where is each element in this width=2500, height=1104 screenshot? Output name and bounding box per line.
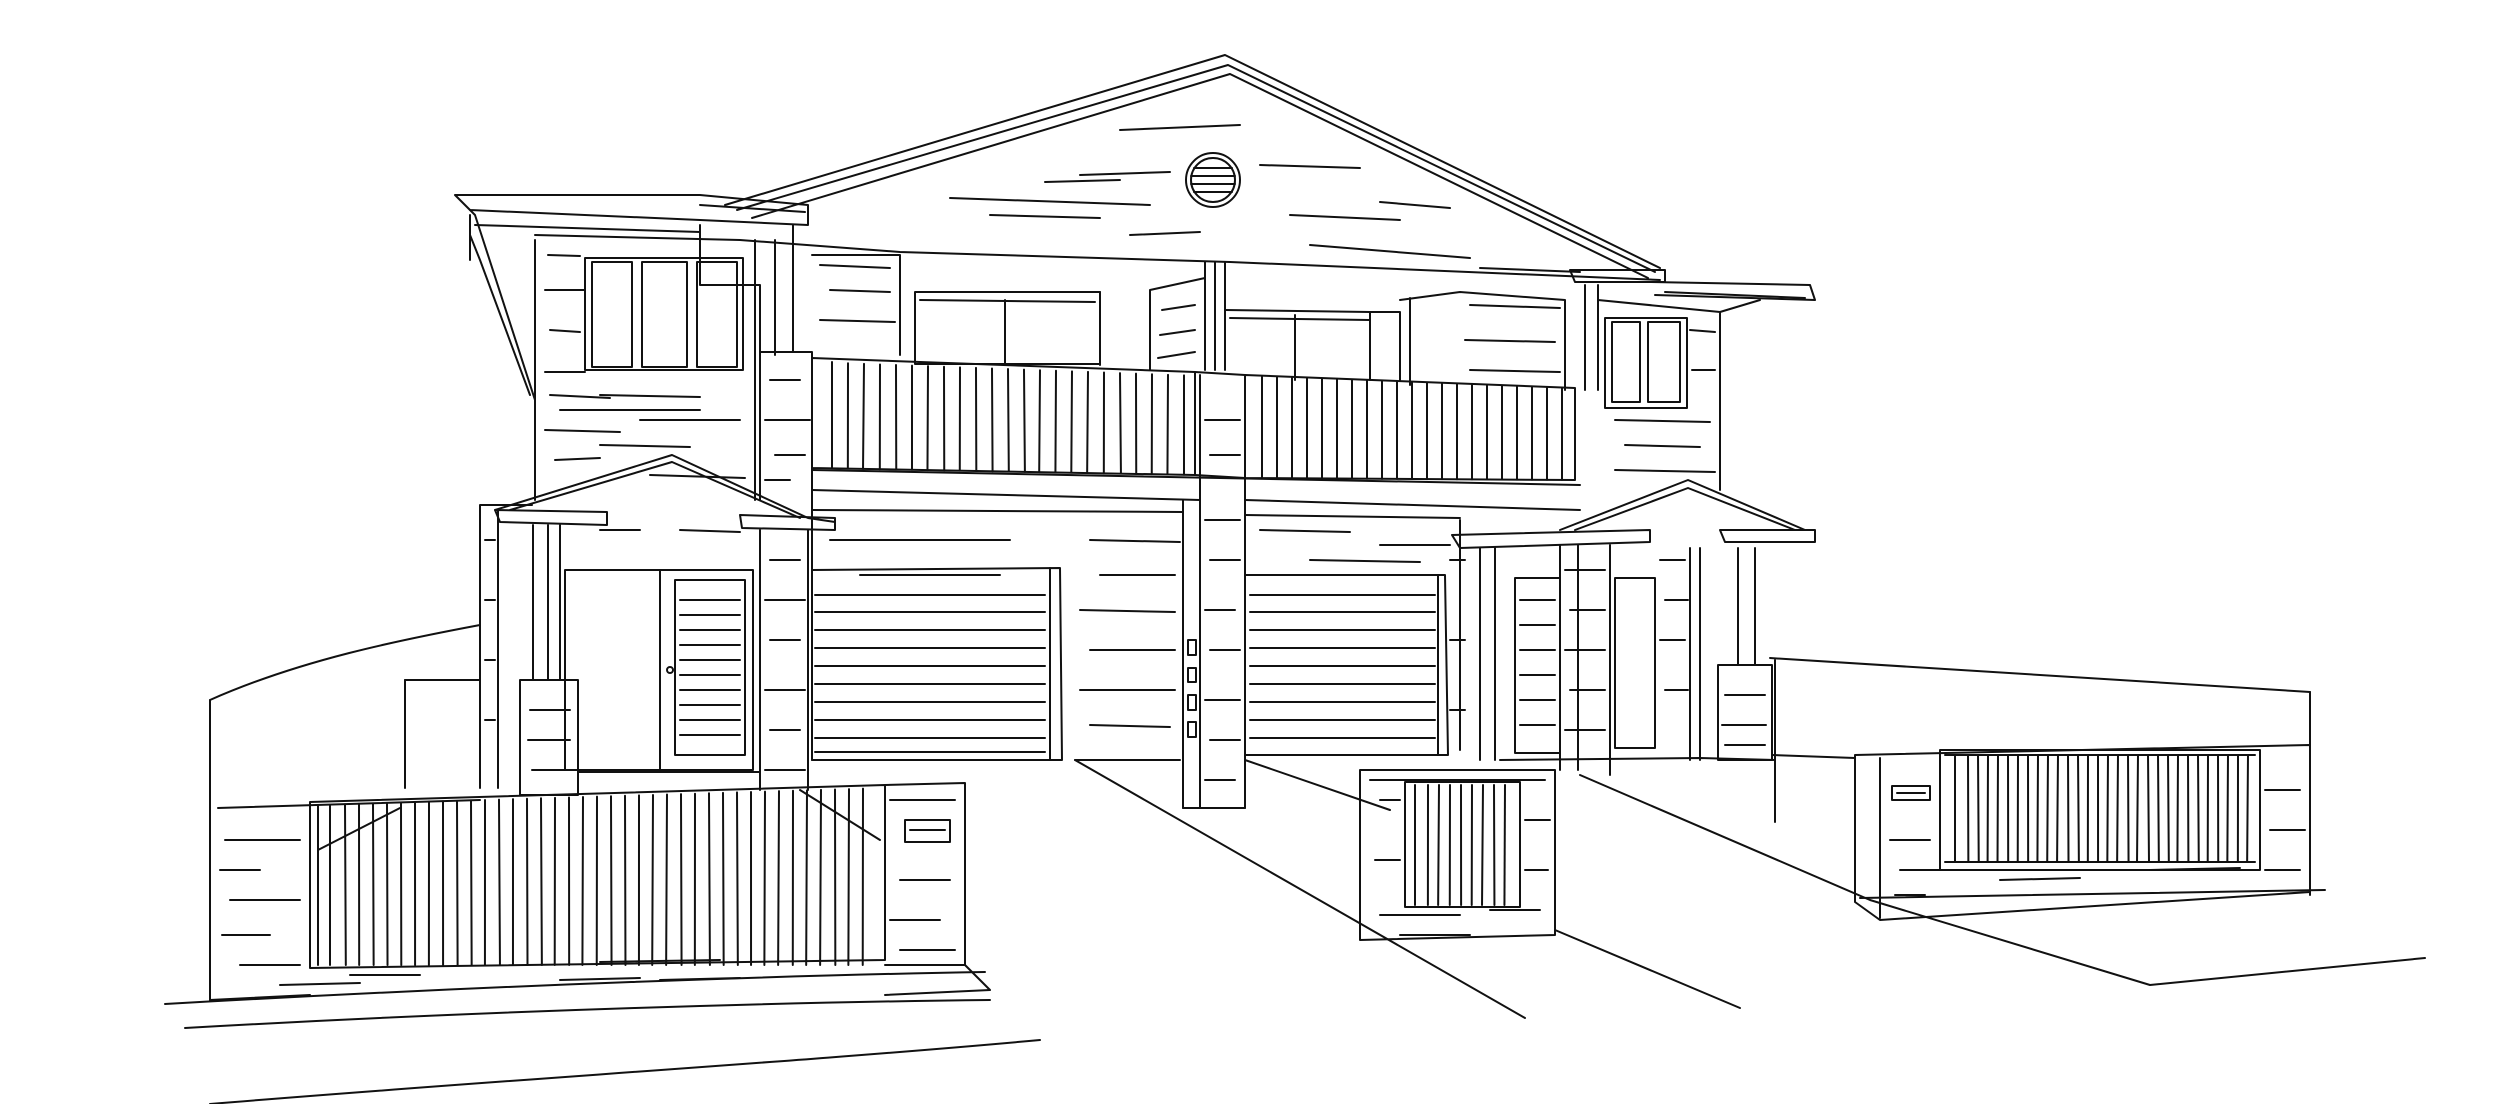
balcony-railing: [812, 358, 1580, 500]
slat-line: [2158, 755, 2159, 862]
slat-line: [1167, 375, 1168, 475]
slat-line: [611, 796, 612, 965]
slat-line: [820, 790, 821, 965]
left-upper-wall: [535, 240, 755, 500]
slat-line: [1039, 370, 1040, 472]
slat-line: [2057, 755, 2058, 862]
slat-line: [2107, 755, 2108, 862]
central-front-pillar: [1360, 770, 1555, 940]
right-porch: [1452, 480, 1815, 775]
ground-lines: [165, 760, 2425, 1104]
slat-line: [1055, 371, 1056, 473]
slat-line: [2117, 755, 2118, 862]
slat-line: [737, 792, 738, 965]
slat-line: [927, 366, 928, 470]
slat-line: [2137, 755, 2138, 862]
slat-line: [1438, 785, 1439, 905]
slat-line: [2168, 755, 2169, 862]
slat-line: [2128, 755, 2129, 862]
slat-line: [709, 793, 710, 965]
slat-line: [2177, 755, 2178, 862]
right-boundary-wall: [1770, 658, 2310, 895]
slat-line: [652, 795, 653, 965]
left-garage-door: [812, 568, 1180, 760]
slat-line: [2198, 755, 2199, 862]
main-gable-roof: [725, 55, 1660, 278]
slat-line: [1482, 785, 1483, 905]
slat-line: [457, 801, 458, 965]
slat-line: [2037, 755, 2038, 862]
slat-line: [666, 795, 667, 965]
slat-line: [1504, 785, 1505, 905]
slat-line: [345, 804, 346, 965]
middle-upper-wall: [812, 255, 1565, 390]
slat-line: [582, 797, 583, 965]
slat-line: [764, 792, 765, 965]
slat-line: [373, 803, 374, 965]
slat-line: [1008, 369, 1009, 471]
slat-line: [1120, 373, 1121, 473]
slat-line: [723, 793, 724, 965]
left-porch: [480, 455, 835, 795]
slat-line: [2227, 755, 2228, 862]
slat-line: [848, 789, 849, 965]
left-front-fence: [210, 783, 990, 1000]
slat-line: [863, 364, 864, 469]
central-pillar: [1183, 375, 1245, 808]
right-upper-wall: [1598, 300, 1720, 490]
slat-line: [1024, 370, 1025, 472]
slat-line: [471, 800, 472, 965]
slat-line: [1087, 372, 1088, 473]
slat-line: [1071, 371, 1072, 472]
slat-line: [2247, 755, 2248, 862]
slat-line: [2068, 755, 2069, 862]
slat-line: [681, 794, 682, 965]
slat-line: [806, 790, 807, 965]
slat-line: [387, 803, 388, 965]
slat-line: [2148, 755, 2149, 862]
slat-line: [541, 798, 542, 965]
slat-line: [2047, 755, 2048, 862]
slat-line: [2078, 755, 2079, 862]
right-garage-door: [1245, 520, 1465, 755]
slat-line: [992, 368, 993, 471]
slat-line: [499, 800, 500, 965]
slat-line: [778, 791, 779, 965]
slat-line: [1978, 755, 1979, 862]
